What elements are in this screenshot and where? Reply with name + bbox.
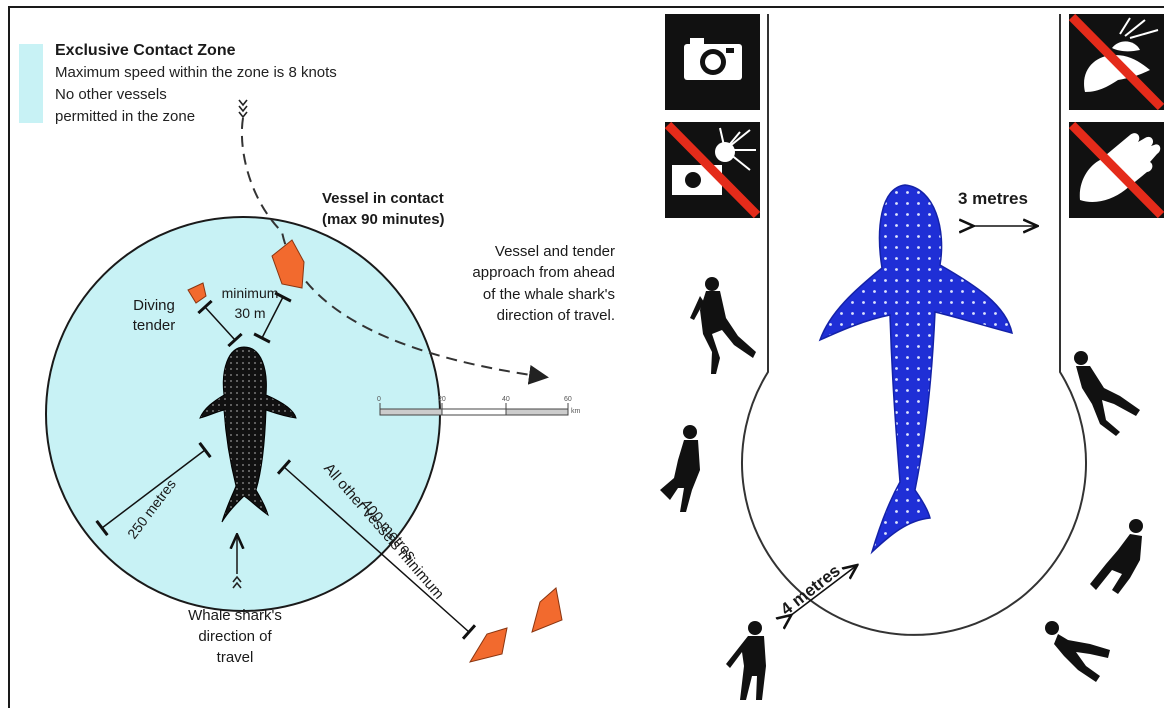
approach-line-3: of the whale shark's [410, 285, 615, 304]
whale-shark-blue-icon [820, 185, 1012, 552]
minimum-distance-label: 30 m [210, 304, 290, 323]
diving-tender-label-2: tender [124, 316, 184, 335]
scale-tick-60: 60 [564, 396, 572, 403]
other-vessel-boat-2 [532, 588, 562, 632]
legend-speed-text: Maximum speed within the zone is 8 knots [55, 64, 337, 81]
no-flash-photography-icon [665, 122, 760, 218]
diver-silhouette-4 [1074, 351, 1140, 436]
diver-silhouette-5 [1090, 519, 1143, 594]
other-vessel-boat-1 [470, 628, 507, 662]
approach-line-2: approach from ahead [410, 263, 615, 282]
travel-label-1: Whale shark's [165, 606, 305, 625]
vessel-contact-duration: (max 90 minutes) [322, 211, 445, 228]
diver-silhouette-6 [1045, 621, 1110, 682]
approach-line-1: Vessel and tender [410, 242, 615, 261]
no-touching-icon [1069, 122, 1164, 218]
diver-silhouette-2 [660, 425, 700, 512]
scale-unit: km [571, 408, 580, 415]
diving-tender-label-1: Diving [124, 296, 184, 315]
legend-vessels-text: No other vessels [55, 86, 167, 103]
approach-line-4: direction of travel. [410, 306, 615, 325]
scale-tick-20: 20 [438, 396, 446, 403]
travel-label-2: direction of [165, 627, 305, 646]
width-3m-label: 3 metres [958, 189, 1028, 209]
scale-tick-0: 0 [377, 396, 381, 403]
travel-label-3: travel [165, 648, 305, 667]
legend-permitted-text: permitted in the zone [55, 108, 195, 125]
right-diagram-graphics [660, 14, 1164, 700]
diver-silhouette-1 [690, 277, 756, 374]
diver-silhouette-3 [726, 621, 766, 700]
camera-icon [665, 14, 760, 110]
track-start-chevrons [239, 100, 247, 117]
minimum-label: minimum [210, 284, 290, 303]
no-riding-icon [1069, 14, 1164, 110]
legend-title: Exclusive Contact Zone [55, 42, 236, 60]
scale-tick-40: 40 [502, 396, 510, 403]
vessel-contact-label: Vessel in contact [322, 190, 444, 207]
exclusive-zone-swatch [19, 44, 43, 123]
